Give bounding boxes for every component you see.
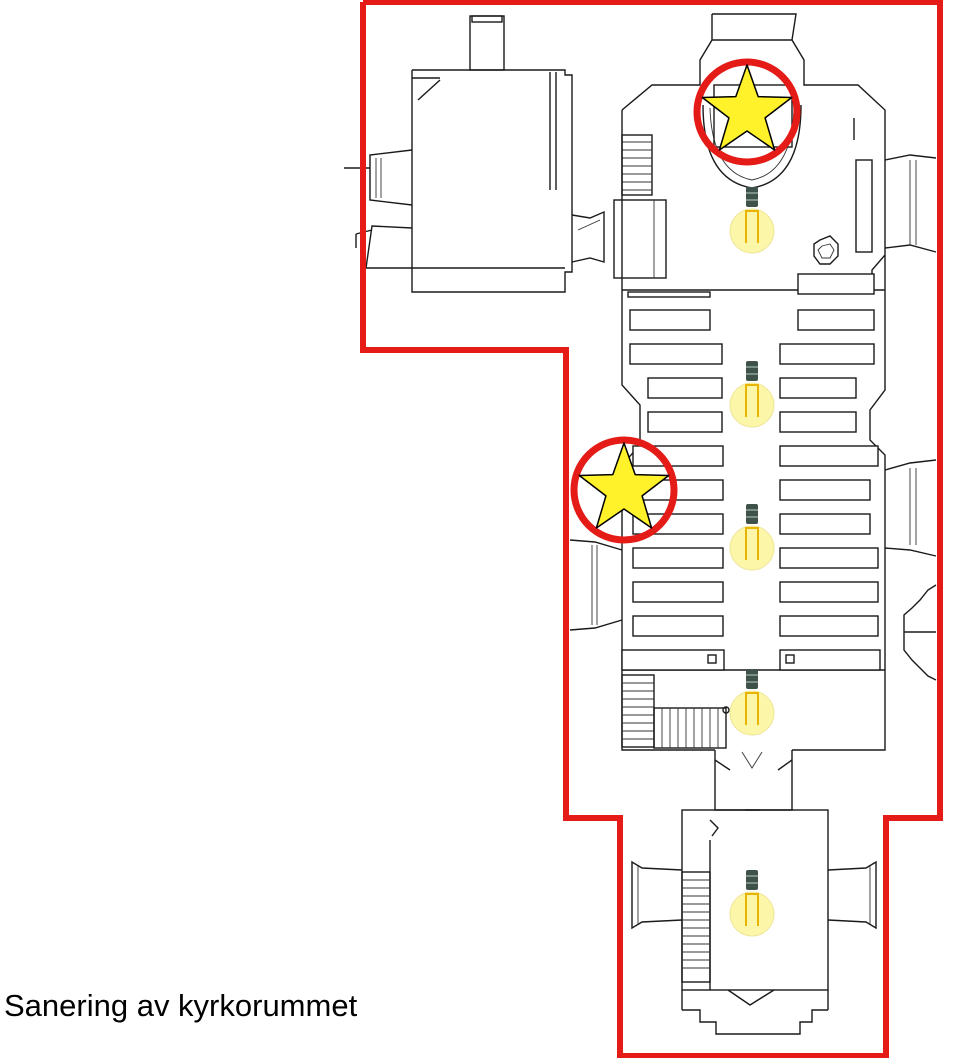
bulb-nave-front	[729, 361, 775, 428]
bulb-chancel	[729, 187, 775, 254]
caption: Sanering av kyrkorummet	[4, 988, 358, 1023]
star-altar	[693, 58, 801, 166]
gallery-stairs	[621, 674, 730, 749]
tower	[631, 750, 877, 1035]
bulb-nave-rear	[729, 669, 775, 736]
bulb-tower	[729, 870, 775, 937]
pews	[621, 273, 881, 671]
bulb-nave-middle	[729, 504, 775, 571]
star-nave-wall	[570, 436, 678, 544]
boundary-outline	[360, 0, 943, 1058]
floor-plan-lines	[344, 13, 937, 1035]
sacristy	[344, 15, 605, 293]
